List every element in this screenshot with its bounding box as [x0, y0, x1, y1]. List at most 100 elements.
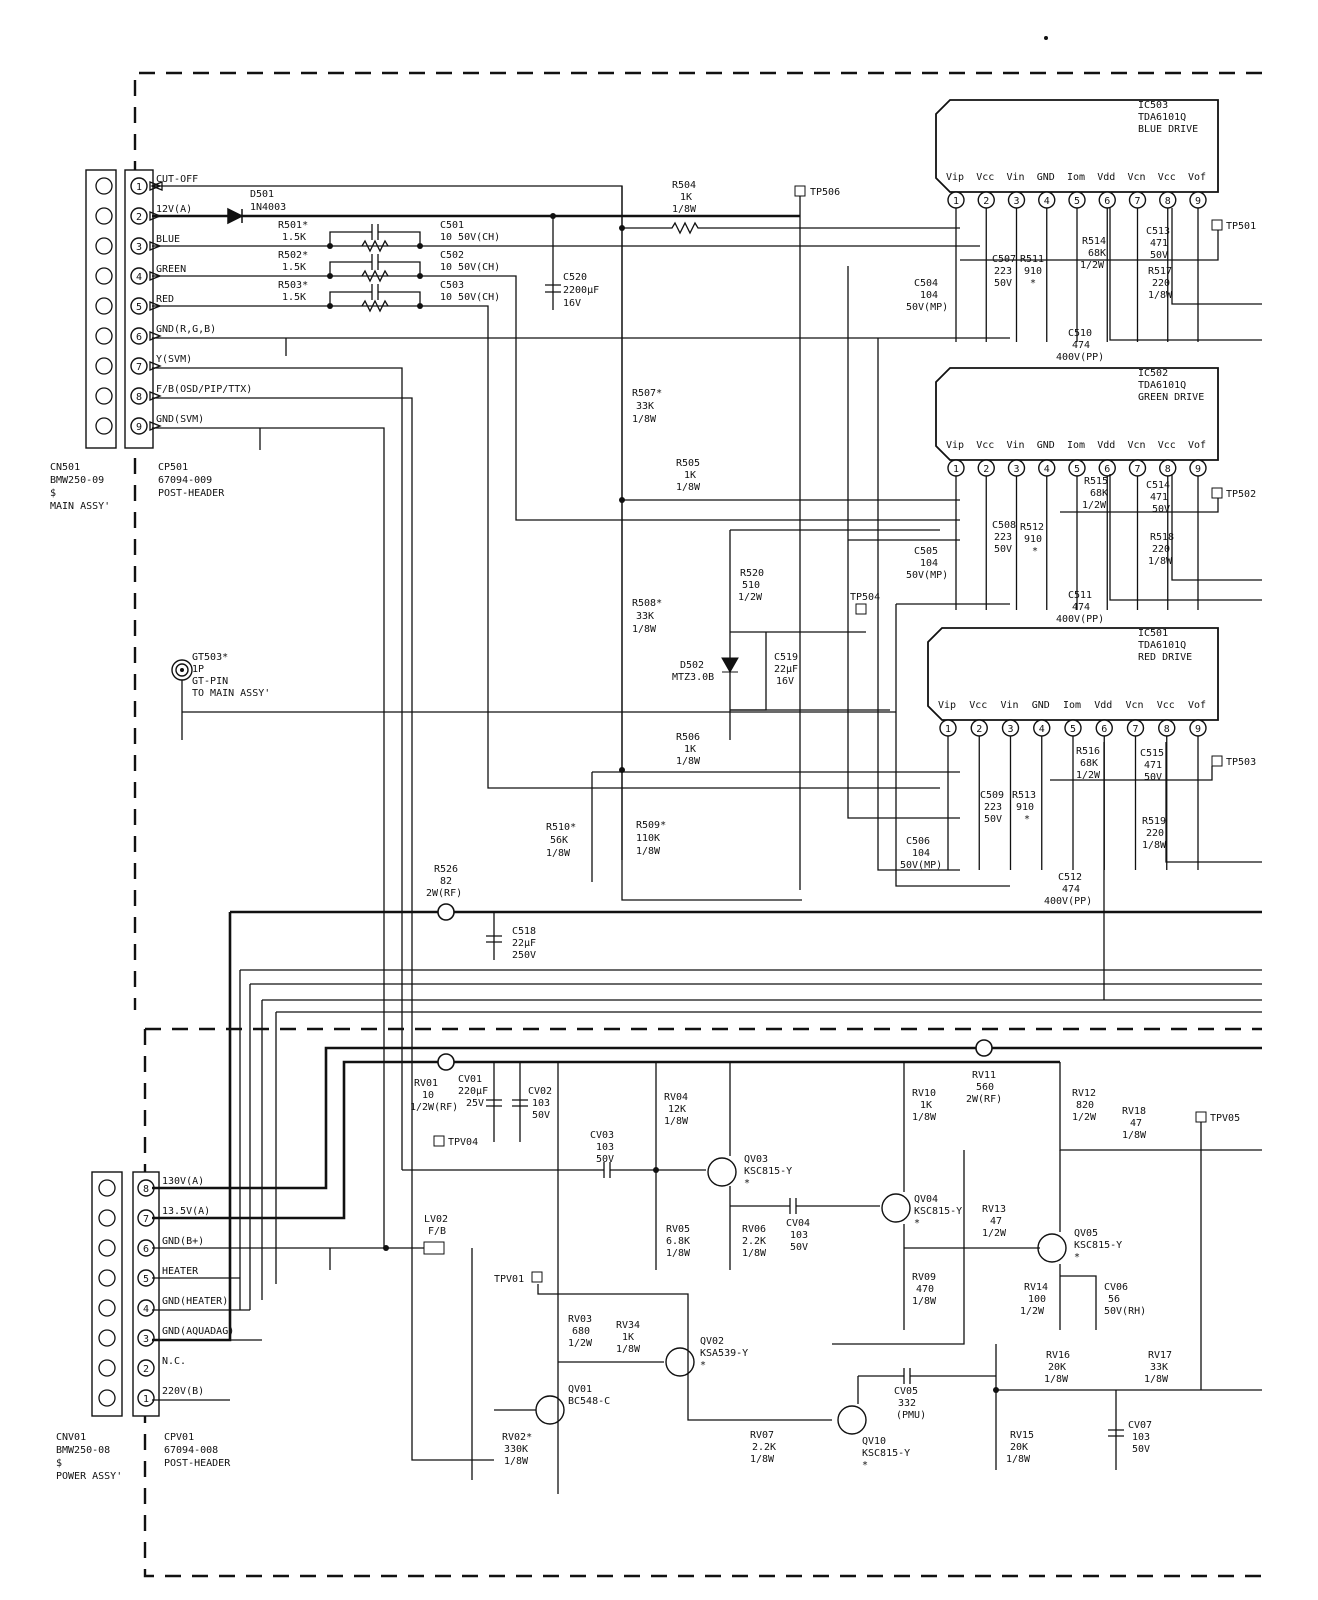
- cv05-ref: CV05: [894, 1386, 918, 1397]
- rv09-ref: RV09: [912, 1272, 936, 1283]
- ic-body: [927, 627, 1219, 721]
- ic-pin-name: Vof: [1188, 440, 1206, 451]
- cpv01-pin-circle: [137, 1389, 155, 1407]
- c512-ref: C512: [1058, 872, 1082, 883]
- ic-part: TDA6101Q: [1138, 112, 1186, 123]
- cp501-pin-number: 5: [136, 302, 142, 313]
- cp501-pin-number: 8: [136, 392, 142, 403]
- cnv01-socket: [98, 1359, 116, 1377]
- c515-value: 471: [1144, 760, 1162, 771]
- c518-rating: 250V: [512, 950, 536, 961]
- r502-ref: R502*: [278, 250, 308, 261]
- cnv01-note: $: [56, 1458, 62, 1469]
- c518-value: 22µF: [512, 938, 536, 949]
- cp501-pin-circle: [130, 417, 148, 435]
- rv01-power: 1/2W(RF): [410, 1102, 458, 1113]
- qv04-ref: QV04: [914, 1194, 938, 1205]
- ic-pin-number: 2: [983, 196, 989, 207]
- r506-power: 1/8W: [676, 756, 701, 767]
- rv13-value: 47: [990, 1216, 1002, 1227]
- rv17-ref: RV17: [1148, 1350, 1172, 1361]
- signal-arrow: [149, 211, 162, 221]
- c519-value: 22µF: [774, 664, 798, 675]
- junction-dot: [327, 243, 333, 249]
- r510-ref: R510*: [546, 822, 576, 833]
- rv04-power: 1/8W: [664, 1116, 689, 1127]
- rv06-ref: RV06: [742, 1224, 766, 1235]
- signal-arrow: [149, 181, 162, 191]
- ic-function: GREEN DRIVE: [1138, 392, 1204, 403]
- rv01-ref: RV01: [414, 1078, 438, 1089]
- c502-value: 10 50V(CH): [440, 262, 500, 273]
- ic-pin-number: 6: [1101, 724, 1107, 735]
- cp501-pin-circle: [130, 237, 148, 255]
- cn501-assy: MAIN ASSY': [50, 501, 110, 512]
- rv03-value: 680: [572, 1326, 590, 1337]
- r508-value: 33K: [636, 611, 654, 622]
- rv14-power: 1/2W: [1020, 1306, 1045, 1317]
- cpv01-pin-label: 220V(B): [162, 1386, 204, 1397]
- junction-dot: [327, 303, 333, 309]
- ic-side-labels: R514 68K 1/2W C513 471 50V R517 220 1/8W…: [900, 219, 1256, 907]
- c507-rating: 50V: [994, 278, 1012, 289]
- gt503-dest: TO MAIN ASSY': [192, 688, 270, 699]
- ic-pin-number: 9: [1195, 196, 1201, 207]
- cn501-part: BMW250-09: [50, 475, 104, 486]
- rv09-value: 470: [916, 1284, 934, 1295]
- c511-value: 474: [1072, 602, 1090, 613]
- cnv01-socket: [98, 1209, 116, 1227]
- cpv01-pin-label: 130V(A): [162, 1176, 204, 1187]
- r515-ref: R515: [1084, 476, 1108, 487]
- rv16-value: 20K: [1048, 1362, 1066, 1373]
- cnv01-assy: POWER ASSY': [56, 1471, 122, 1482]
- cp501-pin-circle: [130, 357, 148, 375]
- ic-pin-number: 5: [1074, 464, 1080, 475]
- tpv05-label: TPV05: [1210, 1113, 1240, 1124]
- cv05-value: 332: [898, 1398, 916, 1409]
- cnv01-ref: CNV01: [56, 1432, 86, 1443]
- cp501-pin-circle: [130, 267, 148, 285]
- rc-resistor: [361, 239, 389, 253]
- c504-ref: C504: [914, 278, 938, 289]
- r519-power: 1/8W: [1142, 840, 1167, 851]
- rv10-power: 1/8W: [912, 1112, 937, 1123]
- cnv01-part: BMW250-08: [56, 1445, 110, 1456]
- rc-capacitor: [371, 224, 379, 240]
- board-outline: [133, 36, 1262, 1578]
- rv34-power: 1/8W: [616, 1344, 641, 1355]
- c504-value: 104: [920, 290, 938, 301]
- ic-part: TDA6101Q: [1138, 380, 1186, 391]
- cn501-socket: [95, 177, 113, 195]
- cn501-ref: CN501: [50, 462, 80, 473]
- c520-ref: C520: [563, 272, 587, 283]
- cv02-value: 103: [532, 1098, 550, 1109]
- c519-rating: 16V: [776, 676, 794, 687]
- c506-value: 104: [912, 848, 930, 859]
- cp501-type: POST-HEADER: [158, 488, 225, 499]
- r517-ref: R517: [1148, 266, 1172, 277]
- ic-pin-name: Vcc: [976, 172, 994, 183]
- c520-rating: 16V: [563, 298, 581, 309]
- cv06-rating: 50V(RH): [1104, 1306, 1146, 1317]
- cpv01-pin-label: HEATER: [162, 1266, 199, 1277]
- cp501-pin-number: 4: [136, 272, 142, 283]
- r517-power: 1/8W: [1148, 290, 1173, 301]
- r518-value: 220: [1152, 544, 1170, 555]
- rc-resistor: [361, 269, 389, 283]
- rv18-value: 47: [1130, 1118, 1142, 1129]
- cpv01-pin-label: GND(B+): [162, 1236, 204, 1247]
- rv16-power: 1/8W: [1044, 1374, 1069, 1385]
- r504-value: 1K: [680, 192, 692, 203]
- cnv01-socket: [98, 1299, 116, 1317]
- rv11-ref: RV11: [972, 1070, 996, 1081]
- cpv01-pin-number: 1: [143, 1394, 149, 1405]
- cv04-value: 103: [790, 1230, 808, 1241]
- c510-ref: C510: [1068, 328, 1092, 339]
- cpv01-pin-number: 4: [143, 1304, 149, 1315]
- signal-arrow: [149, 241, 162, 251]
- ic-function: BLUE DRIVE: [1138, 124, 1198, 135]
- qv02-value: KSA539-Y: [700, 1348, 748, 1359]
- c515-rating: 50V: [1144, 772, 1162, 783]
- cp501-pin-number: 6: [136, 332, 142, 343]
